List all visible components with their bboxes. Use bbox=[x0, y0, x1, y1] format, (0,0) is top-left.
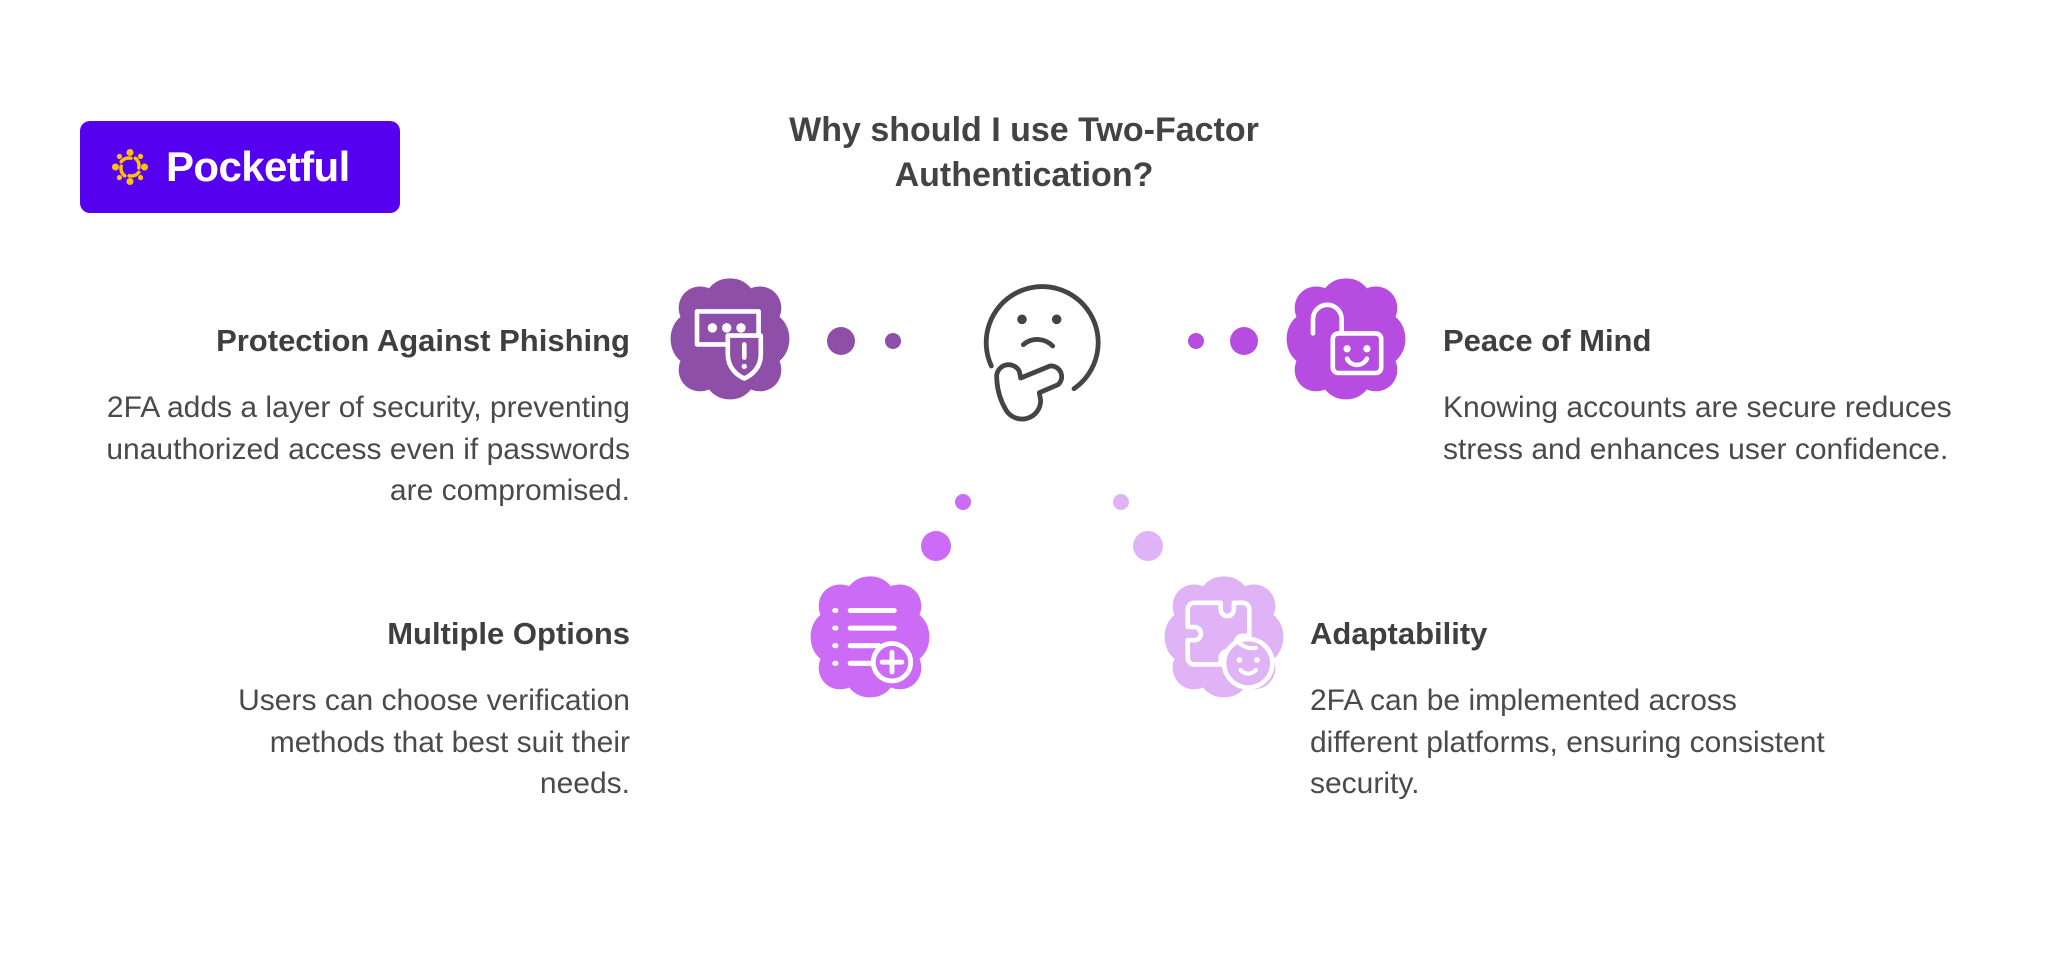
page-title: Why should I use Two-Factor Authenticati… bbox=[789, 111, 1259, 194]
feature-heading: Peace of Mind bbox=[1443, 323, 1652, 358]
feature-body: 2FA adds a layer of security, preventing… bbox=[106, 391, 630, 507]
dot-lower-right-small bbox=[1113, 494, 1129, 510]
puzzle-smiley-icon bbox=[1155, 572, 1293, 704]
feature-multiple-options: Multiple Options Users can choose verifi… bbox=[180, 615, 630, 804]
pocketful-pinwheel-icon bbox=[111, 148, 149, 186]
feature-body: 2FA can be implemented across different … bbox=[1310, 684, 1825, 800]
dot-left-small bbox=[885, 333, 901, 349]
dot-left-large bbox=[827, 327, 855, 355]
feature-body: Users can choose verification methods th… bbox=[238, 684, 630, 800]
brand-name: Pocketful bbox=[166, 143, 350, 190]
dot-lower-left-small bbox=[955, 494, 971, 510]
brand-logo[interactable]: Pocketful bbox=[80, 121, 400, 213]
dot-lower-right-large bbox=[1133, 531, 1163, 561]
list-add-icon bbox=[801, 572, 939, 704]
thinking-face-icon bbox=[962, 262, 1122, 422]
feature-body: Knowing accounts are secure reduces stre… bbox=[1443, 391, 1952, 466]
feature-protection-against-phishing: Protection Against Phishing 2FA adds a l… bbox=[60, 322, 630, 511]
feature-heading: Protection Against Phishing bbox=[216, 323, 630, 358]
feature-heading: Multiple Options bbox=[387, 616, 630, 651]
feature-heading: Adaptability bbox=[1310, 616, 1488, 651]
feature-adaptability: Adaptability 2FA can be implemented acro… bbox=[1310, 615, 1830, 804]
dot-lower-left-large bbox=[921, 531, 951, 561]
dot-right-small bbox=[1188, 333, 1204, 349]
open-padlock-smiley-icon bbox=[1277, 274, 1415, 406]
dot-right-large bbox=[1230, 327, 1258, 355]
password-shield-alert-icon bbox=[661, 274, 799, 406]
feature-peace-of-mind: Peace of Mind Knowing accounts are secur… bbox=[1443, 322, 2003, 470]
